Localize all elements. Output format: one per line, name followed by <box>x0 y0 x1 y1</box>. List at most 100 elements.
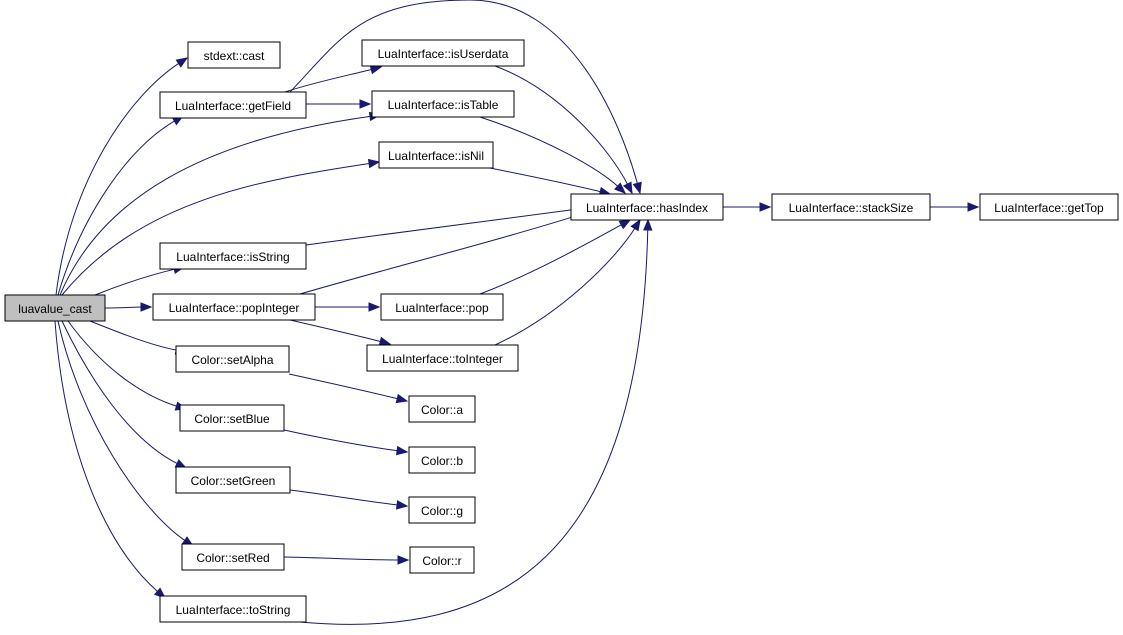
arrowhead <box>396 445 409 456</box>
edge-line <box>89 320 178 351</box>
edge-line <box>61 320 179 465</box>
edge-popInteger-to-pop <box>314 302 381 312</box>
edge-line <box>494 227 636 346</box>
node-box <box>380 293 504 321</box>
edge-line <box>59 115 372 296</box>
edge-luavalue_cast-to-setAlpha <box>89 320 188 355</box>
node-box <box>159 91 307 119</box>
edge-getField-to-isUserdata <box>284 65 383 93</box>
node-label: stdext::cast <box>204 49 265 63</box>
edge-line <box>283 556 400 561</box>
edge-popInteger-to-toInteger <box>289 319 392 346</box>
edge-luavalue_cast-to-isNil <box>61 158 381 296</box>
node-popInteger[interactable]: LuaInterface::popInteger <box>152 293 316 321</box>
node-label: LuaInterface::popInteger <box>169 301 300 315</box>
node-box <box>4 294 106 322</box>
edge-line <box>479 116 619 188</box>
node-label: Color::a <box>421 403 463 417</box>
node-box <box>159 242 307 270</box>
node-isUserdata[interactable]: LuaInterface::isUserdata <box>361 39 525 67</box>
edge-luavalue_cast-to-setGreen <box>61 320 188 469</box>
node-setBlue[interactable]: Color::setBlue <box>179 404 285 432</box>
node-label: LuaInterface::isNil <box>388 149 484 163</box>
node-toInteger[interactable]: LuaInterface::toInteger <box>366 344 519 372</box>
edge-hasIndex-to-stackSize <box>722 202 772 212</box>
node-box <box>366 344 519 372</box>
node-hasIndex[interactable]: LuaInterface::hasIndex <box>570 193 724 221</box>
edge-getField-to-hasIndex <box>289 0 642 195</box>
node-label: Color::setBlue <box>194 412 270 426</box>
arrowhead <box>614 182 626 194</box>
arrowhead <box>396 500 409 510</box>
node-label: LuaInterface::isUserdata <box>378 47 509 61</box>
node-getField[interactable]: LuaInterface::getField <box>159 91 307 119</box>
edge-isUserdata-to-hasIndex <box>494 65 633 195</box>
edge-pop-to-hasIndex <box>479 219 632 295</box>
node-label: LuaInterface::isTable <box>388 98 499 112</box>
node-label: Color::b <box>421 454 463 468</box>
arrowhead <box>759 202 772 212</box>
edge-line <box>289 489 399 506</box>
edge-line <box>283 429 399 452</box>
node-box <box>408 446 476 474</box>
edge-setGreen-to-color_g <box>289 489 409 510</box>
edge-isTable-to-hasIndex <box>479 116 626 194</box>
node-box <box>378 141 494 169</box>
edge-line <box>299 228 649 625</box>
node-box <box>175 345 290 373</box>
node-color-g[interactable]: Color::g <box>408 496 476 524</box>
node-setRed[interactable]: Color::setRed <box>181 543 285 571</box>
node-setAlpha[interactable]: Color::setAlpha <box>175 345 290 373</box>
edge-line <box>288 373 399 400</box>
node-label: luavalue_cast <box>18 302 92 316</box>
edge-luavalue_cast-to-isString <box>94 264 186 296</box>
edge-setAlpha-to-color_a <box>288 373 409 404</box>
arrowhead <box>643 218 653 231</box>
node-label: LuaInterface::stackSize <box>789 201 914 215</box>
node-box <box>371 90 515 118</box>
edge-line <box>67 320 178 407</box>
node-label: LuaInterface::hasIndex <box>586 201 708 215</box>
edge-luavalue_cast-to-stdext_cast <box>55 57 189 296</box>
edge-line <box>284 68 373 93</box>
node-isTable[interactable]: LuaInterface::isTable <box>371 90 515 118</box>
edge-setBlue-to-color_b <box>283 429 409 456</box>
edge-line <box>289 0 639 185</box>
node-label: LuaInterface::toInteger <box>382 352 503 366</box>
node-toString[interactable]: LuaInterface::toString <box>159 595 307 623</box>
arrowhead <box>140 302 153 312</box>
node-box <box>570 193 724 221</box>
edge-toString-to-hasIndex <box>299 218 653 625</box>
node-color-a[interactable]: Color::a <box>408 395 476 423</box>
edge-line <box>289 319 382 343</box>
edge-line <box>494 65 629 186</box>
edge-line <box>57 320 186 542</box>
edge-luavalue_cast-to-setRed <box>57 320 195 547</box>
node-getTop[interactable]: LuaInterface::getTop <box>979 193 1119 221</box>
edge-getField-to-isTable <box>305 99 372 109</box>
node-label: Color::r <box>422 554 461 568</box>
arrowhead <box>369 65 383 75</box>
node-label: Color::setGreen <box>191 474 276 488</box>
node-box <box>159 595 307 623</box>
node-setGreen[interactable]: Color::setGreen <box>175 466 291 494</box>
arrowhead <box>630 218 641 232</box>
node-stdext-cast[interactable]: stdext::cast <box>187 41 281 69</box>
node-color-b[interactable]: Color::b <box>408 446 476 474</box>
edge-stackSize-to-getTop <box>929 202 980 212</box>
node-pop[interactable]: LuaInterface::pop <box>380 293 504 321</box>
edge-isString-to-hasIndex <box>305 204 587 246</box>
node-isNil[interactable]: LuaInterface::isNil <box>378 141 494 169</box>
edge-line <box>94 268 176 296</box>
node-box <box>175 466 291 494</box>
node-box <box>979 193 1119 221</box>
arrowhead <box>378 336 392 346</box>
node-label: Color::g <box>421 504 463 518</box>
node-color-r[interactable]: Color::r <box>409 546 475 574</box>
arrowhead <box>967 202 980 212</box>
node-stackSize[interactable]: LuaInterface::stackSize <box>771 193 931 221</box>
arrowhead <box>368 302 381 312</box>
node-box <box>408 395 476 423</box>
node-isString[interactable]: LuaInterface::isString <box>159 242 307 270</box>
